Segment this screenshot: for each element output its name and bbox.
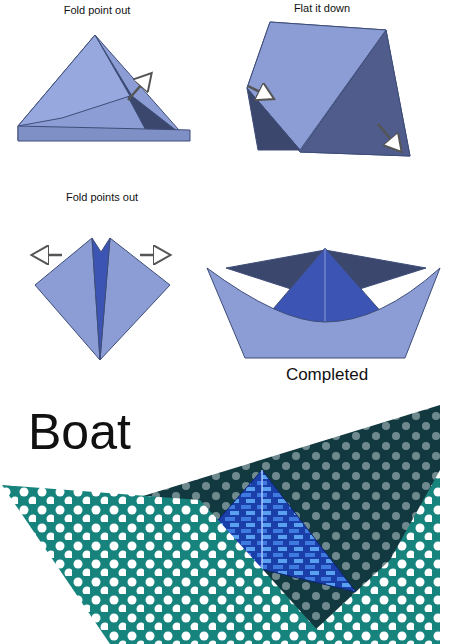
step-three-figure [34,238,170,360]
step-label: Fold point out [64,4,131,16]
patterned-boat [2,405,440,644]
diagram-title: Boat [28,405,131,460]
step-one-figure [18,35,190,141]
step-two-figure [247,22,410,156]
step-label: Flat it down [294,2,350,14]
step-label: Completed [286,366,368,385]
completed-boat-figure [207,248,440,358]
step-label: Fold points out [66,191,138,203]
